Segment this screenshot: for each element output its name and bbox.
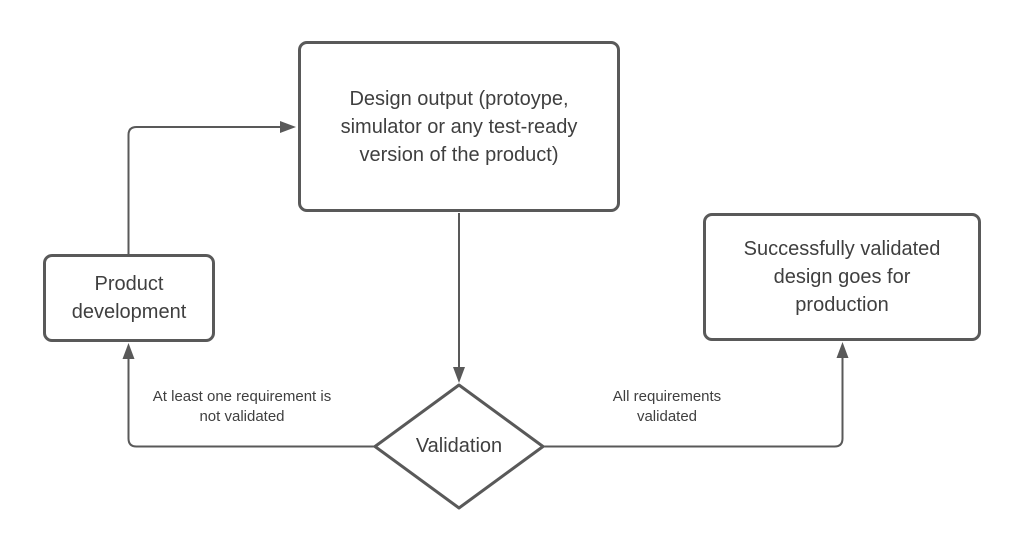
node-production: Successfully validated design goes for p…: [703, 213, 981, 341]
node-validation-label: Validation: [415, 435, 503, 457]
node-product-development: Product development: [43, 254, 215, 342]
node-validation-shape: [373, 383, 545, 510]
node-design-output-label: Design output (protoype, simulator or an…: [340, 87, 578, 166]
edge-label-not-validated: At least one requirement is not validate…: [152, 388, 332, 425]
node-product-development-label: Product development: [71, 273, 187, 323]
node-production-label: Successfully validated design goes for p…: [743, 238, 941, 316]
node-design-output: Design output (protoype, simulator or an…: [298, 41, 620, 212]
edge-validation-to-product: [122, 343, 375, 448]
edge-validation-to-production: [543, 342, 849, 448]
edge-label-validated: All requirements validated: [612, 388, 722, 425]
edge-product-to-design: [127, 121, 296, 254]
